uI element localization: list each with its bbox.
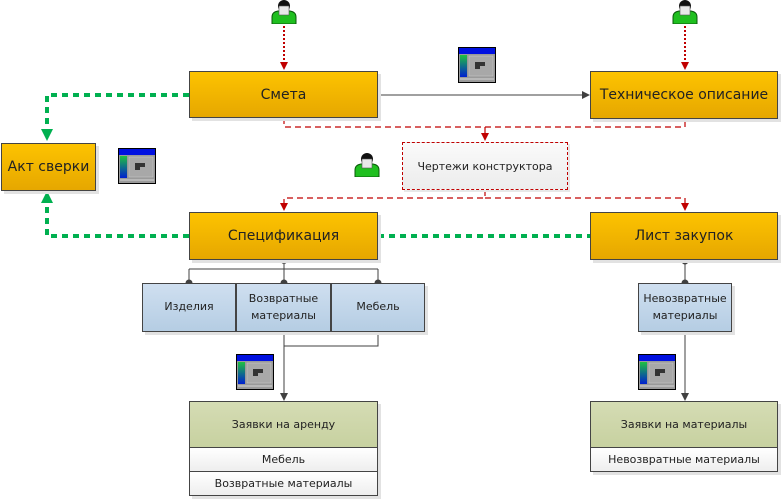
window-form-icon [458,47,496,83]
specification-label: Спецификация [227,228,340,244]
person-icon [271,0,297,24]
person-icon [672,0,698,24]
smeta-to-akt-connector [41,93,189,141]
material-requests-title: Заявки на материалы [590,401,778,448]
smeta-node[interactable]: Смета [189,71,378,118]
spec-to-akt-connector [41,191,189,238]
akt-sverki-node[interactable]: Акт сверки [1,143,96,191]
purchase-list-label: Лист закупок [634,228,734,244]
rent-requests-table[interactable]: Заявки на аренду Мебель Возвратные матер… [189,401,378,496]
akt-sverki-label: Акт сверки [7,159,90,175]
window-form-icon [118,148,156,184]
rent-requests-row-text: Возвратные материалы [214,477,353,490]
material-requests-title-text: Заявки на материалы [620,418,748,431]
spec-child-label: Возвратные материалы [248,292,319,322]
material-requests-table[interactable]: Заявки на материалы Невозвратные материа… [590,401,778,472]
spec-child-products[interactable]: Изделия [142,283,236,332]
specification-node[interactable]: Спецификация [189,212,378,260]
spec-child-label: Мебель [356,300,400,314]
rent-requests-title: Заявки на аренду [189,401,378,448]
drawings-to-purchase-connector [485,197,689,211]
tech-description-label: Техническое описание [599,87,769,103]
drawings-node[interactable]: Чертежи конструктора [402,142,568,190]
rent-requests-title-text: Заявки на аренду [231,418,336,431]
window-form-icon [236,354,274,390]
drawings-label: Чертежи конструктора [417,159,553,173]
rent-requests-row: Мебель [189,448,378,472]
rent-requests-row-text: Мебель [261,453,306,466]
spec-child-furniture[interactable]: Мебель [331,283,425,332]
material-requests-row-text: Невозвратные материалы [608,453,760,466]
rent-requests-row: Возвратные материалы [189,472,378,496]
person-icon [354,153,380,177]
to-rent-connector [284,332,379,347]
spec-child-label: Изделия [164,300,214,314]
smeta-label: Смета [260,86,307,103]
tech-description-node[interactable]: Техническое описание [590,71,778,119]
purchase-child-nonreturnable[interactable]: Невозвратные материалы [638,283,732,332]
window-form-icon [638,354,676,390]
material-requests-row: Невозвратные материалы [590,448,778,472]
purchase-child-label: Невозвратные материалы [643,292,727,322]
purchase-list-node[interactable]: Лист закупок [590,212,778,260]
spec-child-returnable[interactable]: Возвратные материалы [236,283,331,332]
to-drawings-connector [283,118,686,128]
drawings-to-spec-connector [280,190,486,211]
